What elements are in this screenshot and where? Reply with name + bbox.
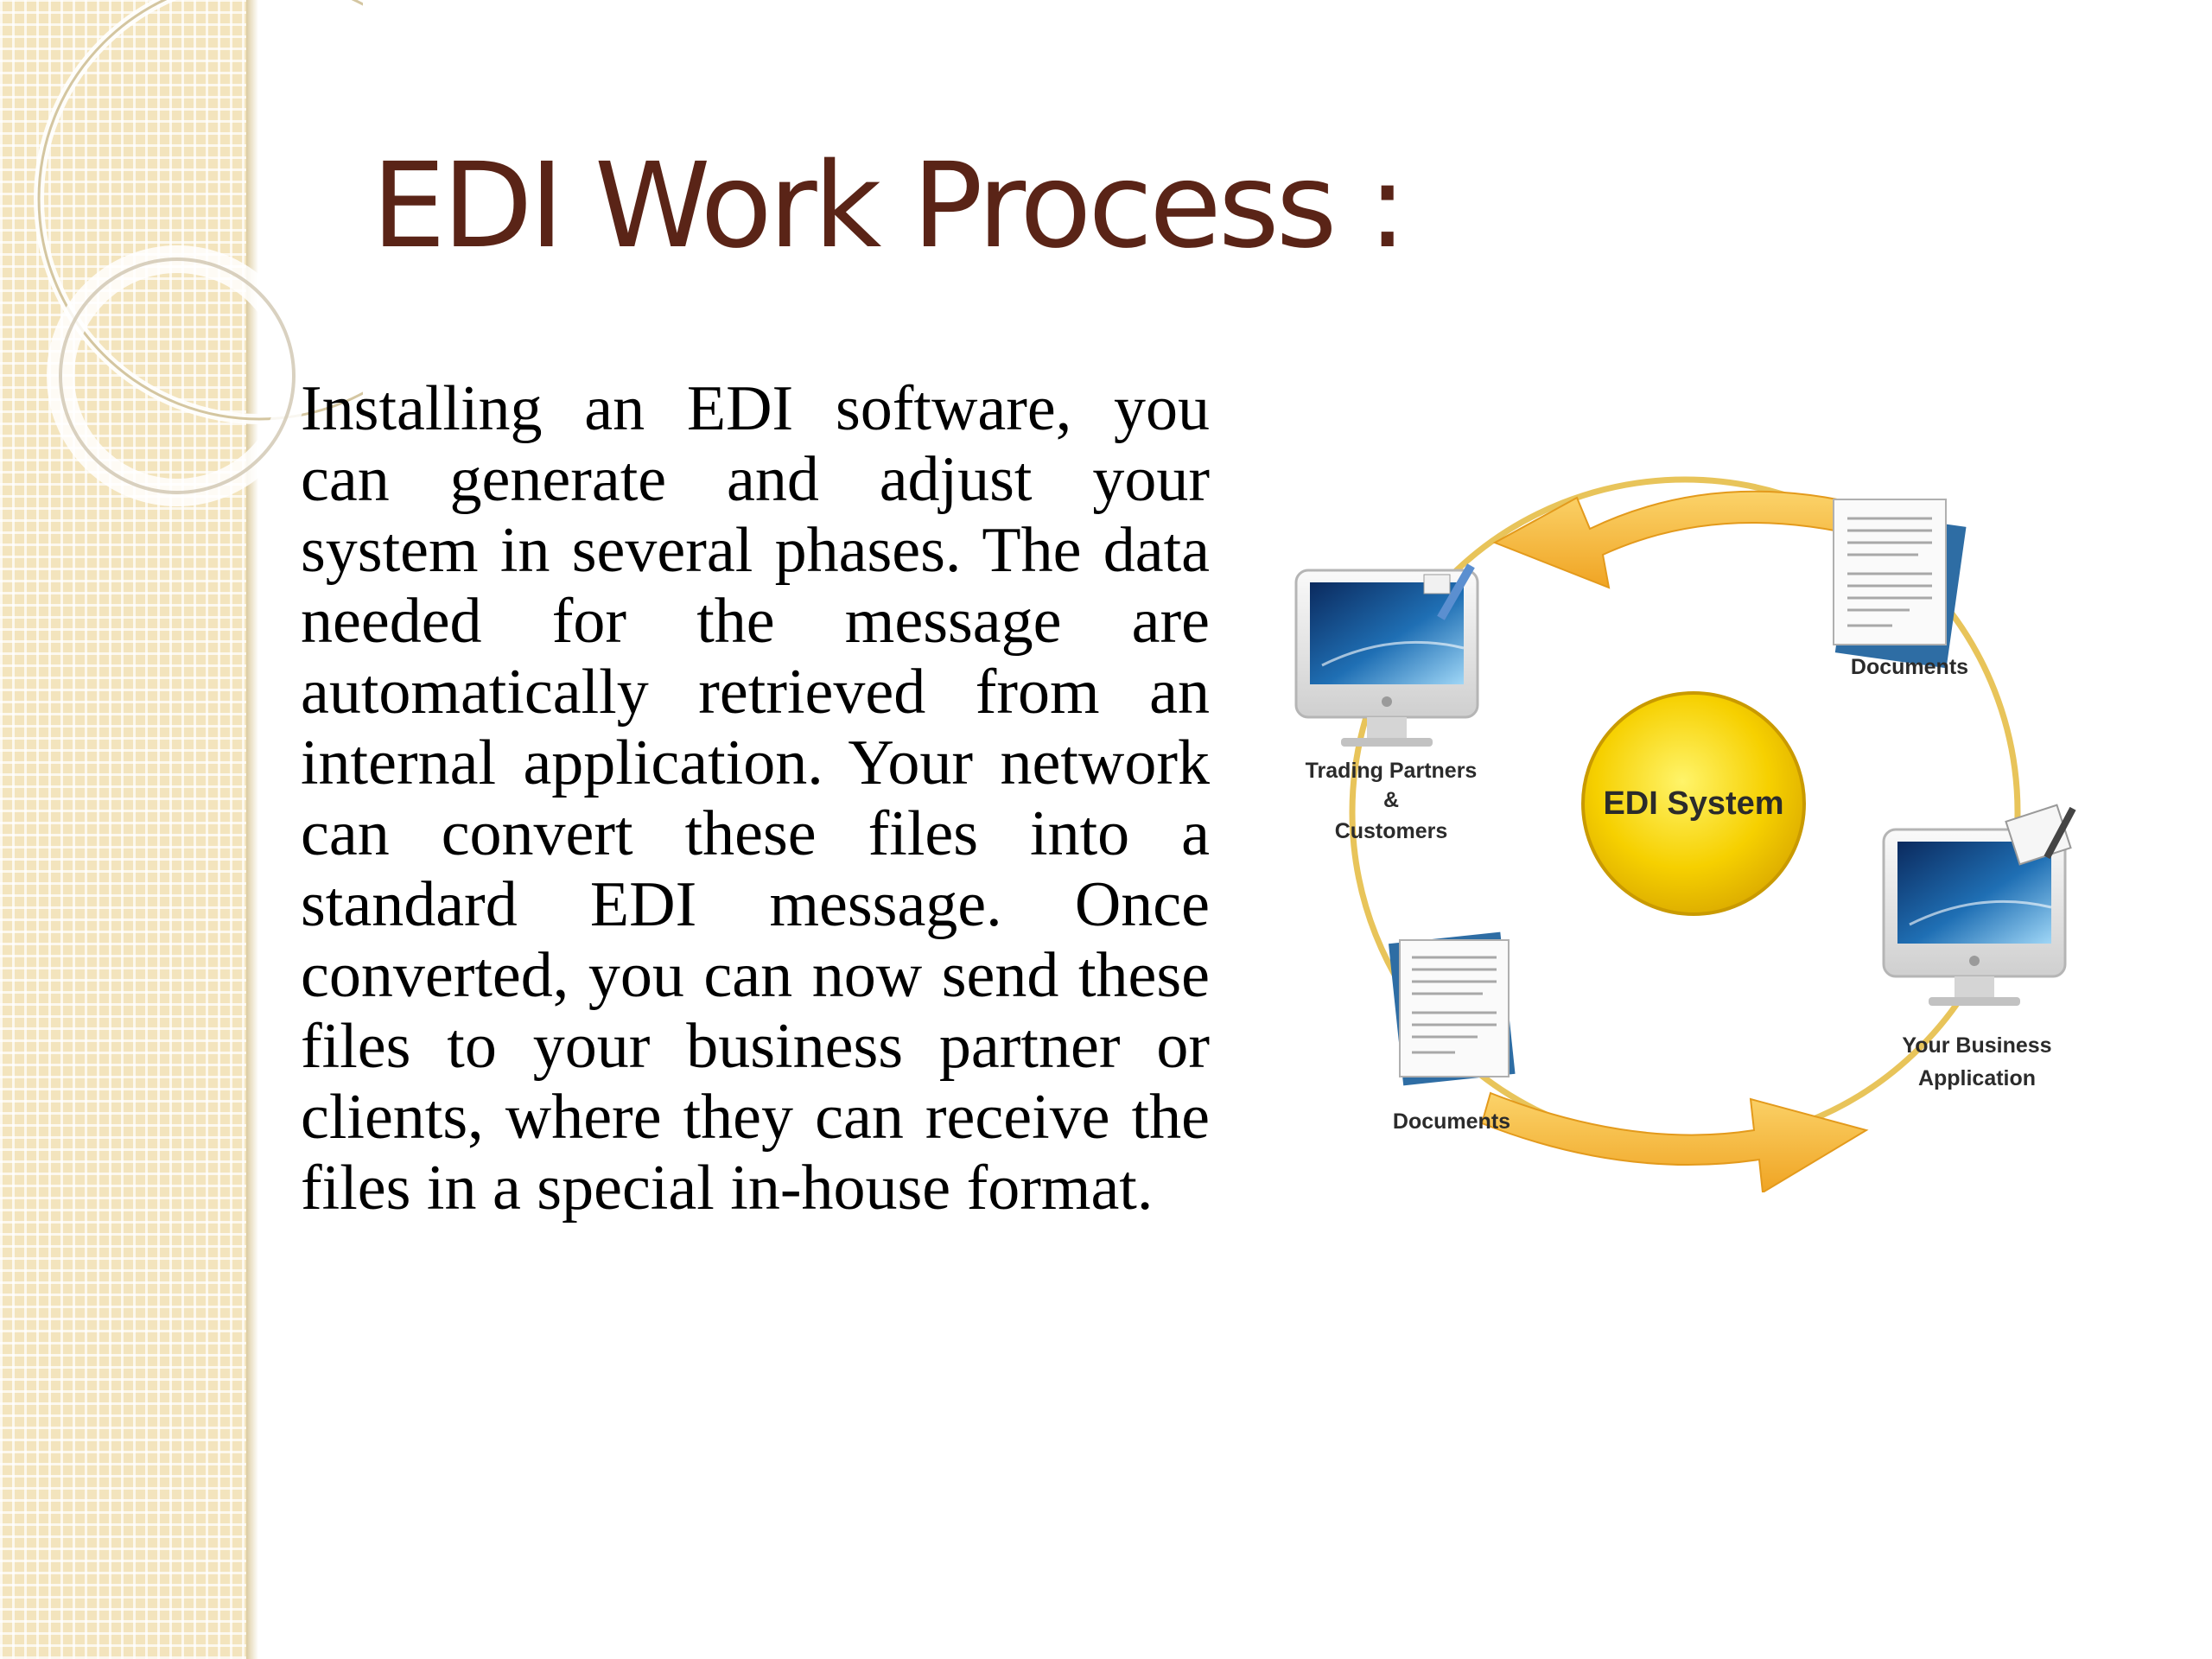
trading-partners-label: Trading Partners (1306, 759, 1478, 783)
documents-top-icon (1833, 499, 1967, 669)
business-application-label-line2: Application (1918, 1066, 2036, 1090)
decorative-rings (34, 0, 363, 506)
trading-partners-amp: & (1383, 788, 1399, 812)
edi-system-circle (1581, 691, 1806, 916)
edi-cycle-diagram: EDI System Trading Partners & Customers (1294, 476, 2076, 1192)
arrow-bottom-icon (1480, 1091, 1869, 1192)
customers-label: Customers (1335, 819, 1448, 843)
trading-partners-computer-icon (1294, 563, 1479, 747)
documents-top-label: Documents (1851, 655, 1968, 679)
edi-system-label: EDI System (1603, 785, 1783, 822)
business-application-computer-icon (1882, 804, 2076, 1006)
business-application-label-line1: Your Business (1902, 1033, 2051, 1058)
documents-bottom-label: Documents (1393, 1109, 1510, 1134)
documents-bottom-icon (1388, 931, 1516, 1086)
slide-title: EDI Work Process : (372, 138, 1408, 275)
body-paragraph: Installing an EDI software, you can gene… (301, 373, 1210, 1224)
